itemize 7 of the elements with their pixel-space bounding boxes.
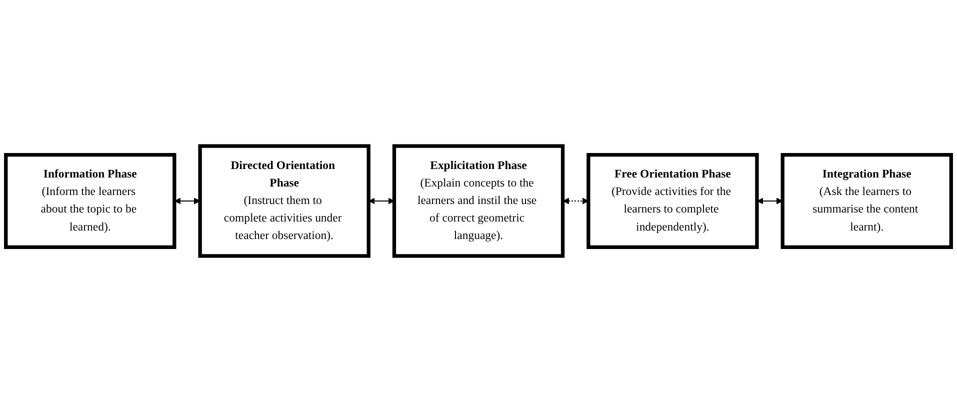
arrow	[756, 198, 783, 204]
node-box: Integration Phase (Ask the learners to summarise the content learnt).	[780, 153, 953, 249]
node-box: Directed Orientation Phase (Instruct them to complete activities under teacher observation).	[198, 144, 370, 258]
node-box: Explicitation Phase (Explain concepts to the learners and instil the use of correct geometric language).	[392, 144, 565, 258]
arrow	[174, 198, 200, 204]
node-box: Free Orientation Phase (Provide activities for the learners to complete independently).	[586, 153, 759, 249]
node-box: Information Phase (Inform the learners about the topic to be learned).	[4, 153, 176, 249]
